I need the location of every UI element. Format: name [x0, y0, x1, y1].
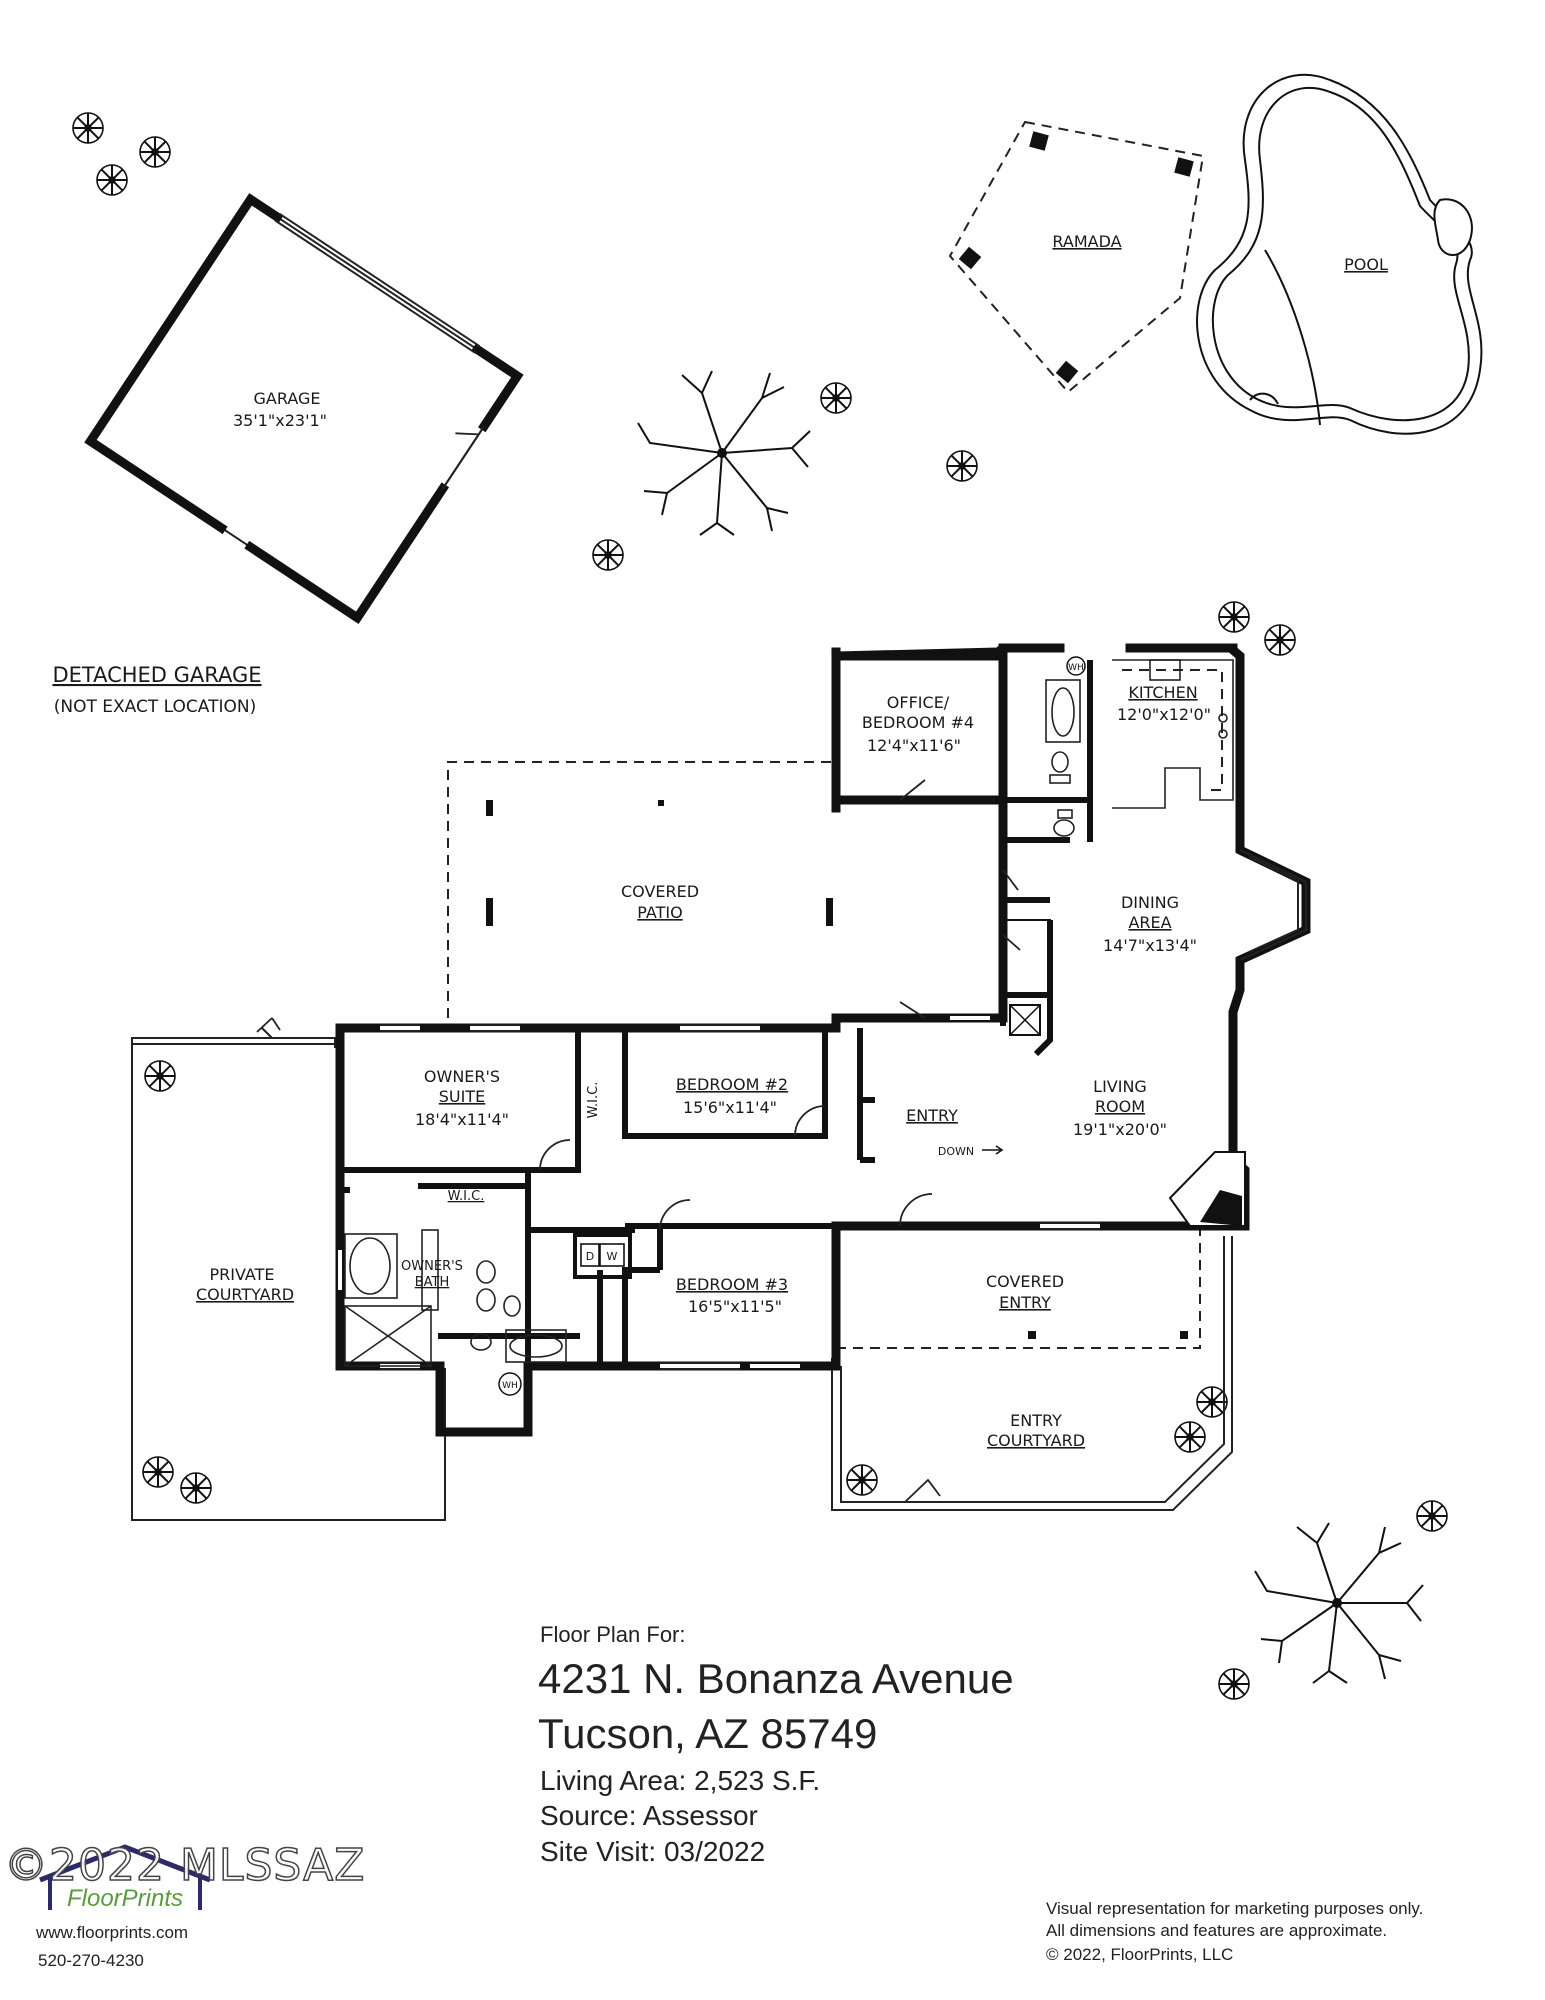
website-text: www.floorprints.com: [36, 1923, 189, 1942]
disclaimer-line-2: All dimensions and features are approxim…: [1046, 1921, 1388, 1940]
entry-courtyard-label-2: COURTYARD: [987, 1431, 1085, 1450]
bedroom3-label: BEDROOM #3: [676, 1275, 788, 1294]
large-tree-icon: [637, 370, 811, 536]
mls-watermark: ©2022 MLSSAZ: [3, 1839, 366, 1892]
entry-courtyard-outline: [831, 1236, 1233, 1511]
washer-label: W: [607, 1250, 618, 1263]
shrub-icon: [142, 1456, 174, 1488]
covered-entry-outline: [836, 1228, 1201, 1349]
bedroom2-dimensions: 15'6"x11'4": [683, 1098, 777, 1117]
office-label: OFFICE/: [887, 693, 950, 712]
floorprints-logo: FloorPrints: [39, 1844, 211, 1912]
water-heater-label: WH: [1068, 663, 1084, 673]
pool-label: POOL: [1344, 255, 1388, 274]
covered-patio-outline: [447, 761, 832, 1018]
office-label-2: BEDROOM #4: [862, 713, 974, 732]
dining-label: DINING: [1121, 893, 1179, 912]
owners-suite-label-2: SUITE: [439, 1087, 485, 1106]
living-room-label-2: ROOM: [1095, 1097, 1145, 1116]
owners-suite-label: OWNER'S: [424, 1067, 500, 1086]
covered-patio-label: COVERED: [621, 882, 699, 901]
interior-walls: [340, 660, 1093, 1366]
shrub-icon: [592, 539, 624, 571]
living-room-dimensions: 19'1"x20'0": [1073, 1120, 1167, 1139]
kitchen-dimensions: 12'0"x12'0": [1117, 705, 1211, 724]
large-tree-icon: [1254, 1522, 1424, 1684]
owners-bath-label-2: BATH: [415, 1275, 450, 1290]
shrub-icon: [72, 112, 104, 144]
source-text: Source: Assessor: [540, 1800, 758, 1831]
shrub-icon: [96, 164, 128, 196]
disclaimer-line-1: Visual representation for marketing purp…: [1046, 1899, 1424, 1918]
ramada-label: RAMADA: [1052, 232, 1121, 251]
phone-text: 520-270-4230: [38, 1951, 144, 1970]
shrub-icon: [180, 1472, 212, 1504]
private-courtyard-label-2: COURTYARD: [196, 1285, 294, 1304]
patio-posts: [486, 800, 833, 926]
shrub-icon: [1264, 624, 1296, 656]
shrub-icon: [139, 136, 171, 168]
shrub-icon: [846, 1464, 878, 1496]
covered-patio-label-2: PATIO: [637, 903, 682, 922]
garage-label: GARAGE: [254, 389, 321, 408]
bedroom2-label: BEDROOM #2: [676, 1075, 788, 1094]
detached-garage: [84, 193, 524, 625]
private-courtyard-outline: [131, 1027, 446, 1521]
wic-label-vertical: W.I.C.: [586, 1082, 601, 1119]
address-line-2: Tucson, AZ 85749: [538, 1710, 878, 1757]
copyright-text: © 2022, FloorPrints, LLC: [1046, 1945, 1234, 1964]
bath-fixtures: [344, 679, 1081, 1367]
entry-courtyard-label: ENTRY: [1010, 1411, 1062, 1430]
pool-outline: [1196, 73, 1483, 435]
covered-entry-label-2: ENTRY: [999, 1293, 1051, 1312]
covered-entry-label: COVERED: [986, 1272, 1064, 1291]
dryer-label: D: [586, 1250, 594, 1263]
garage-dimensions: 35'1"x23'1": [233, 411, 327, 430]
detached-garage-label: DETACHED GARAGE: [52, 663, 261, 687]
down-label: DOWN: [938, 1145, 974, 1158]
dining-dimensions: 14'7"x13'4": [1103, 936, 1197, 955]
shrub-icon: [1218, 1668, 1250, 1700]
address-line-1: 4231 N. Bonanza Avenue: [538, 1655, 1014, 1702]
not-exact-location-label: (NOT EXACT LOCATION): [54, 697, 256, 717]
owners-bath-label: OWNER'S: [401, 1259, 463, 1274]
living-room-label: LIVING: [1093, 1077, 1147, 1096]
owners-suite-dimensions: 18'4"x11'4": [415, 1110, 509, 1129]
door-swings: [539, 779, 1021, 1231]
wic-label: W.I.C.: [448, 1189, 485, 1204]
ramada-outline: [948, 120, 1205, 394]
shrub-icon: [144, 1060, 176, 1092]
floor-plan-for-label: Floor Plan For:: [540, 1622, 686, 1647]
room-labels: GARAGE 35'1"x23'1" DETACHED GARAGE (NOT …: [52, 232, 1388, 1450]
shrub-icon: [1174, 1421, 1206, 1453]
site-visit-text: Site Visit: 03/2022: [540, 1836, 766, 1867]
kitchen-label: KITCHEN: [1128, 683, 1197, 702]
logo-text: FloorPrints: [67, 1885, 183, 1912]
shrub-icon: [1218, 601, 1250, 633]
bedroom3-dimensions: 16'5"x11'5": [688, 1297, 782, 1316]
shrub-group: [72, 112, 1448, 1700]
shrub-icon: [1416, 1500, 1448, 1532]
entry-label: ENTRY: [906, 1106, 958, 1125]
office-dimensions: 12'4"x11'6": [867, 736, 961, 755]
window-marks: [338, 1016, 1247, 1368]
shrub-icon: [1196, 1386, 1228, 1418]
shrub-icon: [820, 382, 852, 414]
water-heater-label: WH: [502, 1381, 518, 1391]
shrub-icon: [946, 450, 978, 482]
dining-label-2: AREA: [1128, 913, 1171, 932]
living-area-text: Living Area: 2,523 S.F.: [540, 1765, 821, 1796]
kitchen-counters: [1112, 659, 1234, 809]
private-courtyard-label: PRIVATE: [210, 1265, 275, 1284]
